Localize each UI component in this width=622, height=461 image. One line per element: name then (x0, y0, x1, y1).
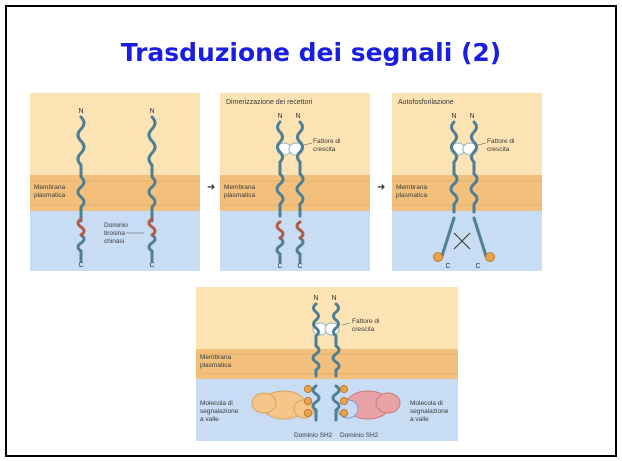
svg-text:crescita: crescita (487, 146, 510, 153)
phosphate-icon (486, 253, 495, 262)
n-terminus-label: N (149, 108, 154, 115)
svg-text:C: C (445, 263, 450, 270)
svg-text:Membrana: Membrana (200, 354, 231, 361)
svg-text:Fattore di: Fattore di (313, 138, 340, 145)
svg-text:C: C (297, 263, 302, 270)
panel-autophosphorylation: Autofosforilazione N N Fattore di cresci… (392, 93, 542, 271)
svg-text:N: N (469, 113, 474, 120)
svg-text:Membrana: Membrana (224, 184, 255, 191)
svg-text:plasmatica: plasmatica (224, 192, 255, 199)
svg-text:crescita: crescita (313, 146, 336, 153)
svg-text:N: N (313, 295, 318, 302)
svg-text:Molecola di: Molecola di (410, 400, 443, 407)
svg-text:crescita: crescita (352, 326, 375, 333)
phosphate-icon (434, 253, 443, 262)
svg-text:plasmatica: plasmatica (200, 362, 231, 369)
svg-text:Dominio SH2: Dominio SH2 (340, 432, 379, 439)
c-terminus-label: C (149, 262, 154, 269)
svg-text:plasmatica: plasmatica (396, 192, 427, 199)
svg-text:a valle: a valle (200, 416, 219, 423)
svg-text:Autofosforilazione: Autofosforilazione (398, 99, 454, 106)
panel-receptors-monomers: N N Membrana plasmatica Dominio tirosina… (30, 93, 200, 271)
arrow-right-icon: ➜ (377, 182, 385, 193)
panel-sh2-binding: N N Fattore di crescita Membrana plasmat… (196, 287, 458, 441)
svg-text:Membrana: Membrana (396, 184, 427, 191)
svg-text:Fattore di: Fattore di (487, 138, 514, 145)
kinase-label-line1: Dominio (104, 222, 128, 229)
kinase-label-line2: tirosina (104, 230, 125, 237)
panel-title: Dimerizzazione dei recettori (226, 99, 313, 106)
slide-title: Trasduzione dei segnali (2) (0, 38, 622, 67)
svg-text:Molecola di: Molecola di (200, 400, 233, 407)
membrane-label-line1: Membrana (34, 184, 65, 191)
svg-text:N: N (331, 295, 336, 302)
membrane-label-line2: plasmatica (34, 192, 65, 199)
svg-text:segnalazione: segnalazione (200, 408, 239, 415)
svg-text:N: N (295, 113, 300, 120)
phosphate-icon (304, 397, 311, 404)
phosphate-icon (340, 397, 347, 404)
svg-text:segnalazione: segnalazione (410, 408, 449, 415)
svg-text:C: C (475, 263, 480, 270)
phosphate-icon (304, 409, 311, 416)
phosphate-icon (304, 385, 311, 392)
n-terminus-label: N (78, 108, 83, 115)
c-terminus-label: C (78, 262, 83, 269)
svg-text:N: N (277, 113, 282, 120)
phosphate-icon (340, 385, 347, 392)
svg-text:a valle: a valle (410, 416, 429, 423)
panel-dimerization: Dimerizzazione dei recettori N N Fattore… (220, 93, 370, 271)
svg-text:Fattore di: Fattore di (352, 318, 379, 325)
phosphate-icon (340, 409, 347, 416)
arrow-right-icon: ➜ (207, 182, 215, 193)
kinase-label-line3: chinasi (104, 238, 124, 245)
svg-text:C: C (277, 263, 282, 270)
svg-text:N: N (451, 113, 456, 120)
svg-text:Dominio SH2: Dominio SH2 (294, 432, 333, 439)
